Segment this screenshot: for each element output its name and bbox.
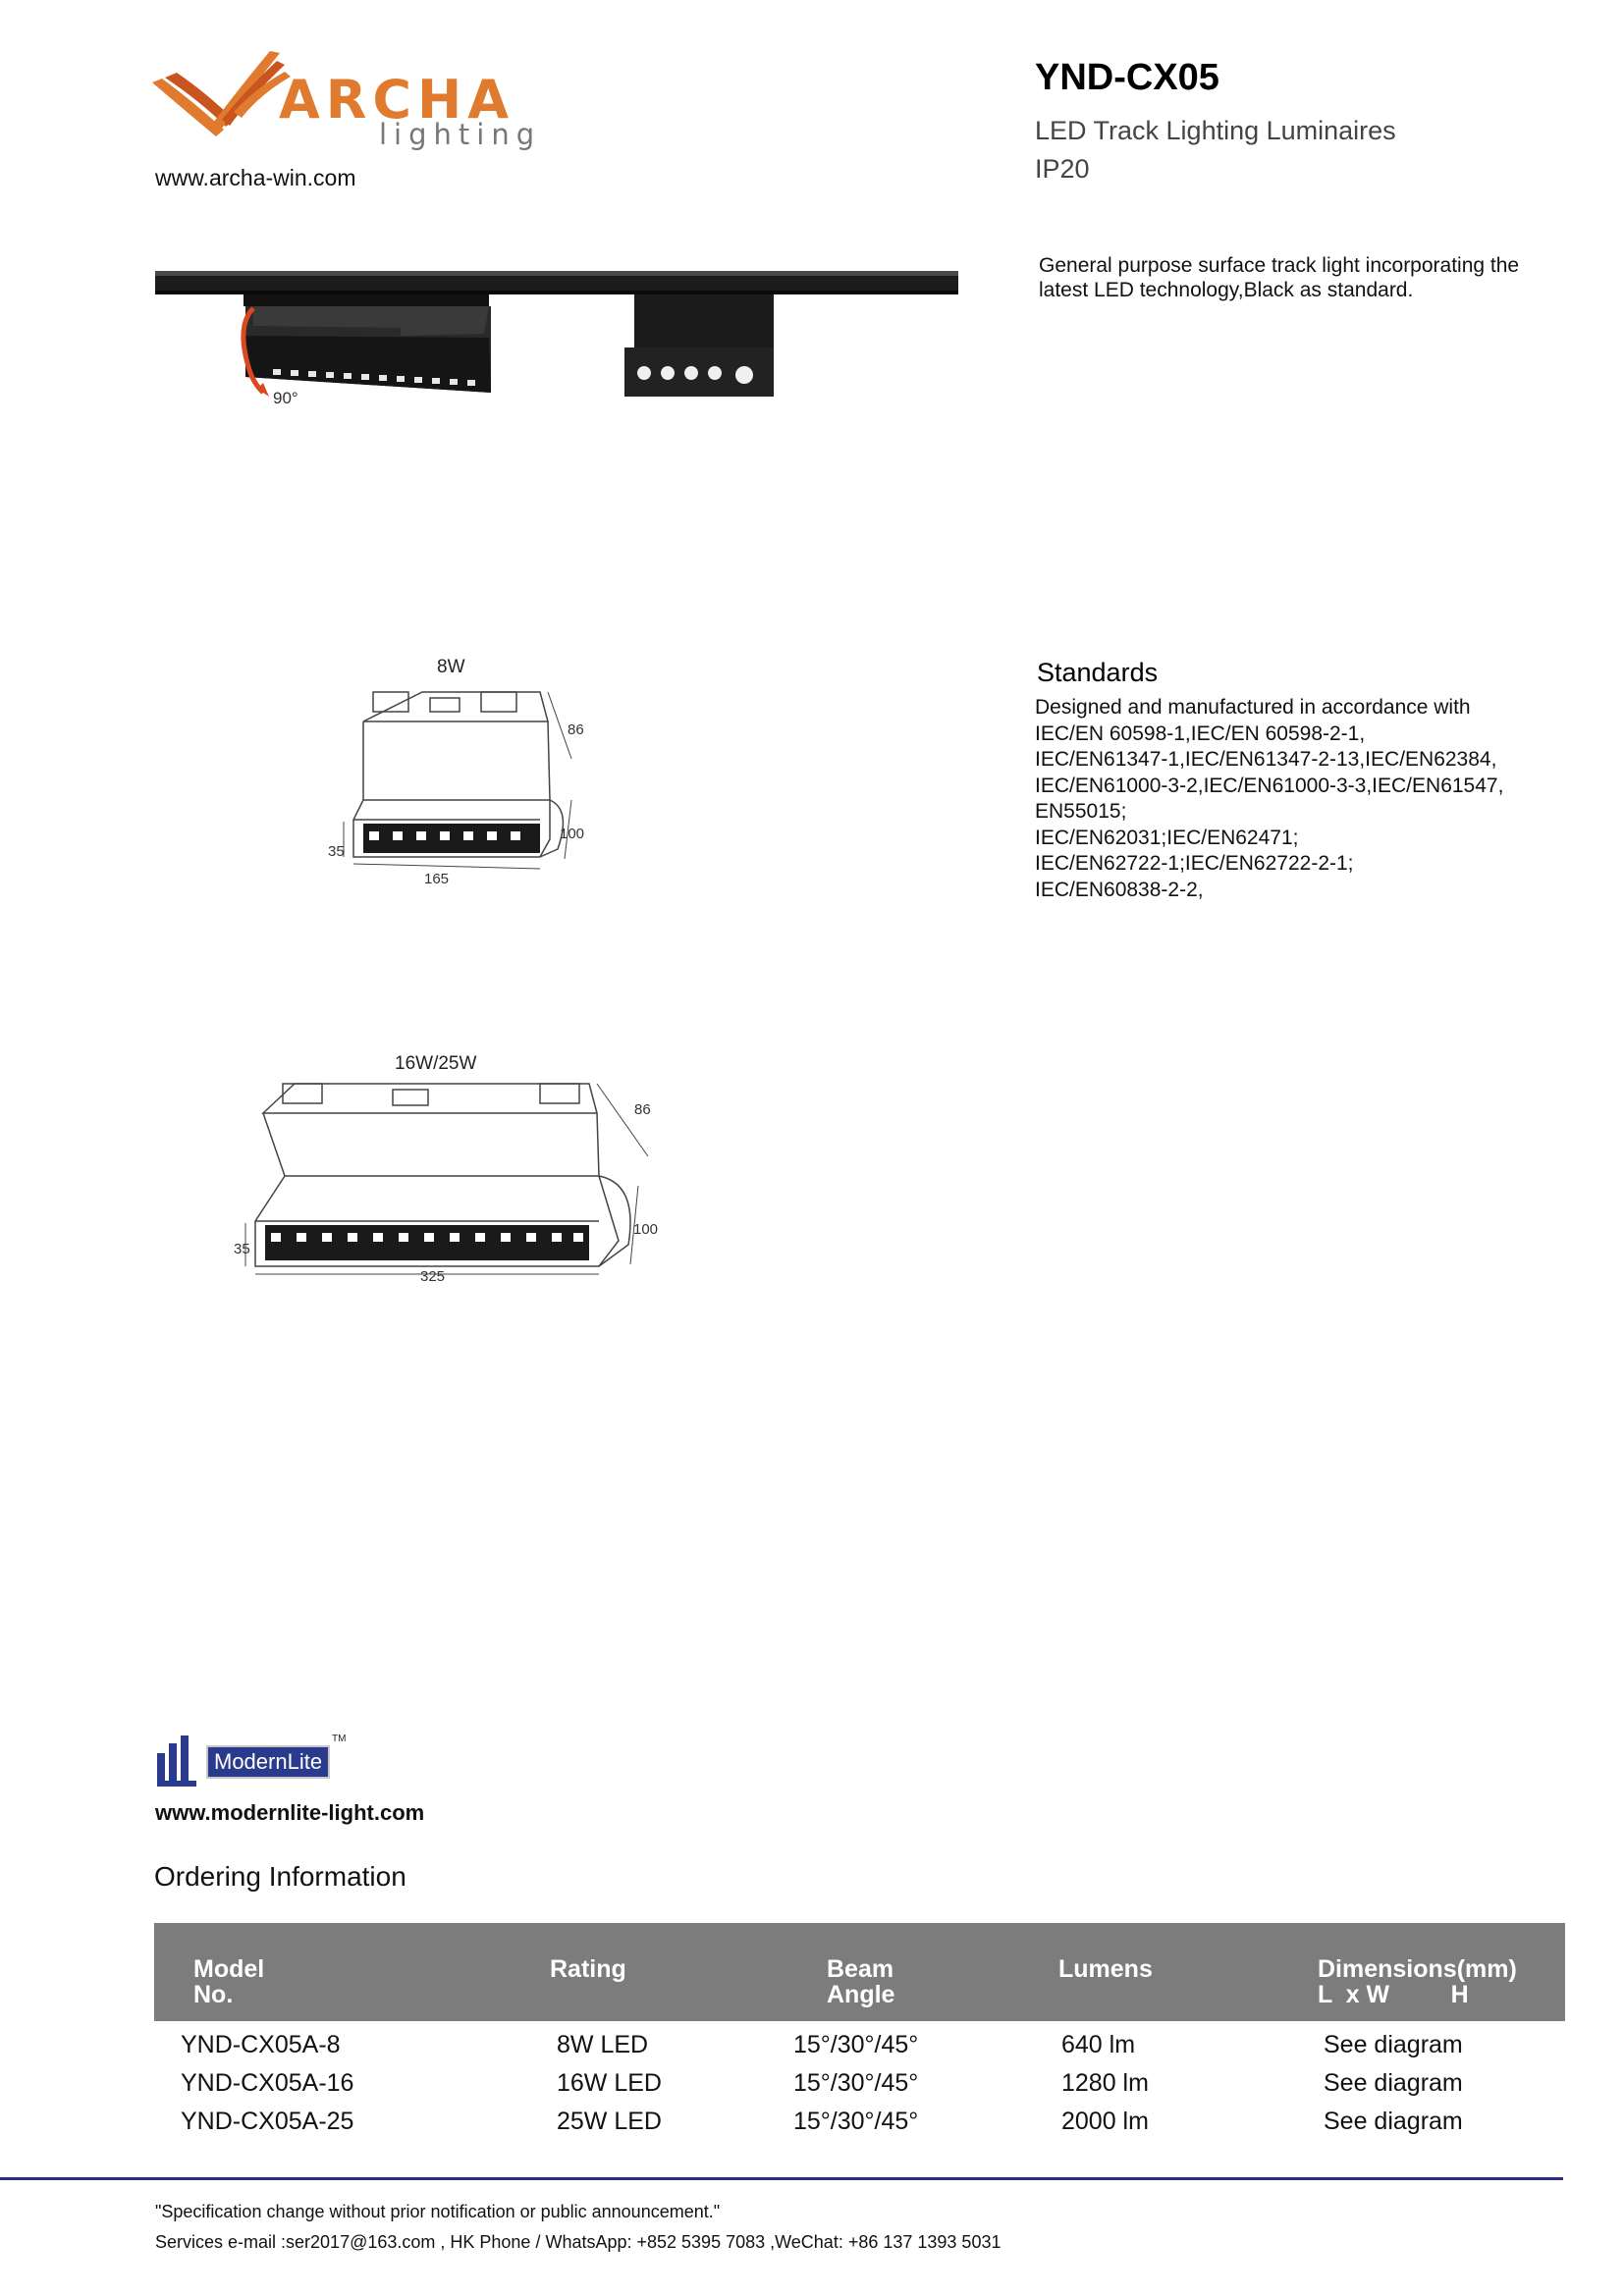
partner-url[interactable]: www.modernlite-light.com (155, 1800, 425, 1825)
table-row: YND-CX05A-8 8W LED 15°/30°/45° 640 lm Se… (154, 2031, 1565, 2066)
diagram-8w-depth: 35 (328, 843, 345, 860)
standards-line: IEC/EN62031;IEC/EN62471; (1035, 826, 1299, 849)
cell-beam: 15°/30°/45° (793, 2069, 919, 2097)
diagram-8w-height: 86 (568, 721, 584, 738)
product-photo: 90° (155, 267, 960, 414)
header-rating: Rating (550, 1955, 626, 1983)
cell-dims: See diagram (1324, 2069, 1463, 2097)
standards-line: Designed and manufactured in accordance … (1035, 696, 1471, 719)
modernlite-tm: TM (332, 1734, 347, 1744)
cell-lumens: 1280 lm (1061, 2069, 1149, 2097)
diagram-16w-length: 325 (420, 1268, 446, 1285)
cell-dims: See diagram (1324, 2108, 1463, 2135)
archa-swoosh-icon (152, 51, 291, 136)
standards-line: IEC/EN 60598-1,IEC/EN 60598-2-1, (1035, 721, 1366, 745)
diagram-16w-width: 100 (633, 1221, 659, 1238)
logo-subtext: lighting (379, 118, 542, 151)
standards-line: IEC/EN61347-1,IEC/EN61347-2-13,IEC/EN623… (1035, 748, 1497, 771)
header-beam-angle: Angle (827, 1981, 895, 2008)
modernlite-bars-icon (157, 1735, 196, 1787)
header-dimensions: Dimensions(mm) (1318, 1955, 1517, 1983)
product-description: General purpose surface track light inco… (1039, 254, 1520, 301)
standards-list: Designed and manufactured in accordance … (1035, 695, 1585, 903)
cell-model: YND-CX05A-8 (181, 2031, 341, 2058)
product-type: LED Track Lighting Luminaires (1035, 116, 1396, 145)
footer-contact: Services e-mail :ser2017@163.com , HK Ph… (155, 2232, 1001, 2252)
cell-model: YND-CX05A-25 (181, 2108, 354, 2135)
header-model: Model (193, 1955, 265, 1983)
ordering-table-header: Model No. Rating Beam Angle Lumens Dimen… (154, 1923, 1565, 2021)
ordering-title: Ordering Information (154, 1861, 406, 1892)
cell-rating: 8W LED (557, 2031, 649, 2058)
standards-line: IEC/EN60838-2-2, (1035, 878, 1204, 901)
diagram-16w-title: 16W/25W (395, 1053, 477, 1074)
modernlite-wordmark: ModernLite (206, 1745, 331, 1779)
standards-line: IEC/EN62722-1;IEC/EN62722-2-1; (1035, 852, 1354, 875)
cell-beam: 15°/30°/45° (793, 2031, 919, 2058)
cell-rating: 25W LED (557, 2108, 662, 2135)
diagram-8w-title: 8W (437, 657, 465, 677)
footer-divider (0, 2177, 1563, 2180)
footer-notice: "Specification change without prior noti… (155, 2202, 721, 2221)
diagram-8w-width: 100 (560, 826, 585, 842)
product-model: YND-CX05 (1035, 57, 1219, 98)
table-row: YND-CX05A-16 16W LED 15°/30°/45° 1280 lm… (154, 2069, 1565, 2105)
diagram-16w-depth: 35 (234, 1241, 250, 1257)
cell-lumens: 640 lm (1061, 2031, 1136, 2058)
header-dimensions-axes: L x W H (1318, 1981, 1469, 2008)
header-model-no: No. (193, 1981, 234, 2008)
cell-beam: 15°/30°/45° (793, 2108, 919, 2135)
ordering-table-body: YND-CX05A-8 8W LED 15°/30°/45° 640 lm Se… (154, 2021, 1565, 2144)
table-row: YND-CX05A-25 25W LED 15°/30°/45° 2000 lm… (154, 2108, 1565, 2143)
standards-line: IEC/EN61000-3-2,IEC/EN61000-3-3,IEC/EN61… (1035, 774, 1504, 797)
rotation-label: 90° (273, 389, 298, 407)
brand-url[interactable]: www.archa-win.com (155, 165, 356, 190)
logo-wordmark: ARCHA (279, 69, 514, 131)
cell-dims: See diagram (1324, 2031, 1463, 2058)
cell-lumens: 2000 lm (1061, 2108, 1149, 2135)
diagram-16w-height: 86 (634, 1101, 651, 1118)
standards-line: EN55015; (1035, 800, 1127, 823)
brand-logo: ARCHA lighting (147, 43, 534, 161)
product-ip-rating: IP20 (1035, 154, 1090, 184)
standards-title: Standards (1037, 658, 1159, 687)
dimension-diagram-8w: 8W 86 100 35 165 (314, 653, 609, 898)
rotation-arrow-icon (241, 306, 265, 395)
modernlite-logo: ModernLite TM (155, 1732, 352, 1790)
cell-rating: 16W LED (557, 2069, 662, 2097)
dimension-diagram-16w-25w: 16W/25W 86 100 35 325 (226, 1048, 677, 1294)
cell-model: YND-CX05A-16 (181, 2069, 354, 2097)
header-lumens: Lumens (1058, 1955, 1153, 1983)
diagram-8w-length: 165 (424, 871, 450, 887)
header-beam: Beam (827, 1955, 894, 1983)
